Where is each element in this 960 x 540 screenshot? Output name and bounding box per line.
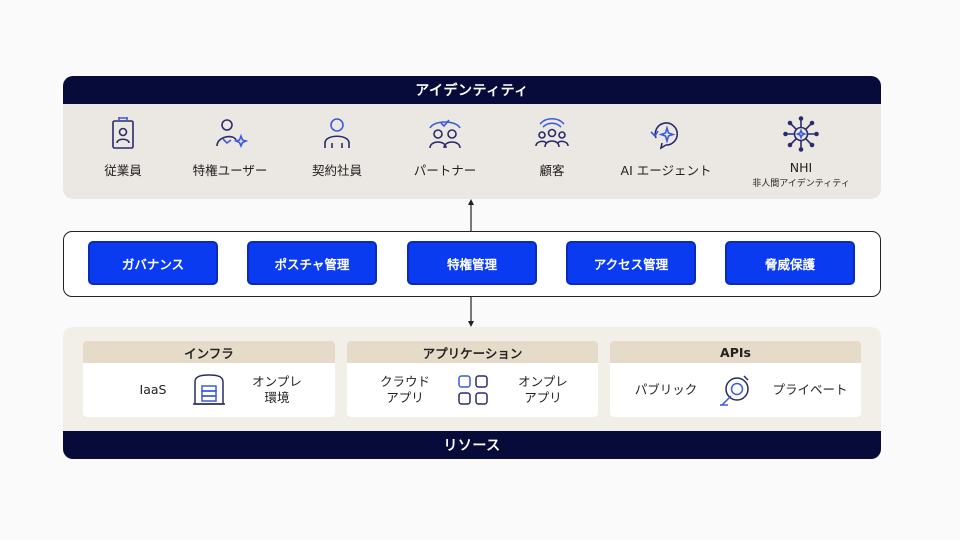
identity-item-nhi: NHI 非人間アイデンティティ [746,114,856,189]
identity-section: アイデンティティ 従業員 特権ユーザー [63,76,881,199]
panel-body: クラウドアプリ オンプレアプリ [347,363,598,417]
panel-body: パブリック プライベート [610,363,861,417]
apps-grid-icon [455,372,491,408]
identity-item-label: 従業員 [104,163,142,178]
panel-title: インフラ [83,341,335,363]
contractor-icon [324,118,350,148]
identity-item-privileged-user: 特権ユーザー [175,114,285,179]
ai-agent-icon [650,122,678,150]
panel-right-text: オンプレ環境 [252,374,302,405]
identity-item-ai-agent: AI エージェント [611,114,721,179]
identity-title: アイデンティティ [63,76,881,104]
identity-item-label: NHI [789,160,813,175]
panel-title: アプリケーション [347,341,598,363]
resources-title: リソース [63,431,881,459]
partner-icon [429,119,461,149]
customers-icon [535,117,569,148]
panel-left-text: クラウドアプリ [379,374,431,405]
panel-body: IaaS オンプレ環境 [83,363,335,417]
panel-right-text: オンプレアプリ [518,374,568,405]
identity-item-label: パートナー [413,163,477,178]
api-icon [718,372,754,408]
governance-row: ガバナンス ポスチャ管理 特権管理 アクセス管理 脅威保護 [63,231,881,297]
threat-protection-button[interactable]: 脅威保護 [725,241,855,285]
panel-left-text: IaaS [139,382,167,397]
governance-button[interactable]: ガバナンス [88,241,218,285]
panel-title: APIs [610,341,861,363]
privilege-management-button[interactable]: 特権管理 [407,241,537,285]
infra-panel: インフラ IaaS オンプレ環境 [83,341,335,417]
connector-arrow-up [468,199,474,232]
identity-item-label: 顧客 [539,163,565,178]
identity-item-sublabel: 非人間アイデンティティ [752,179,850,189]
apis-panel: APIs パブリック プライベート [610,341,861,417]
panel-left-text: パブリック [634,382,698,397]
identity-item-contractor: 契約社員 [282,114,392,179]
nhi-network-icon [783,116,819,152]
access-management-button[interactable]: アクセス管理 [566,241,696,285]
identity-item-employee: 従業員 [68,114,178,179]
panel-right-text: プライベート [772,382,848,397]
employee-badge-icon [112,117,134,149]
server-icon [191,372,227,408]
identity-item-customers: 顧客 [497,114,607,179]
identity-item-label: 特権ユーザー [192,163,268,178]
connector-arrow-down [468,296,474,327]
identity-item-partner: パートナー [390,114,500,179]
posture-management-button[interactable]: ポスチャ管理 [247,241,377,285]
identity-item-label: 契約社員 [311,163,362,178]
identity-item-label: AI エージェント [620,163,712,178]
resources-section: インフラ IaaS オンプレ環境 アプリケーション クラウドアプリ [63,327,881,459]
identity-items: 従業員 特権ユーザー 契約社員 [63,104,881,199]
applications-panel: アプリケーション クラウドアプリ オンプレアプリ [347,341,598,417]
privileged-user-icon [216,119,249,149]
